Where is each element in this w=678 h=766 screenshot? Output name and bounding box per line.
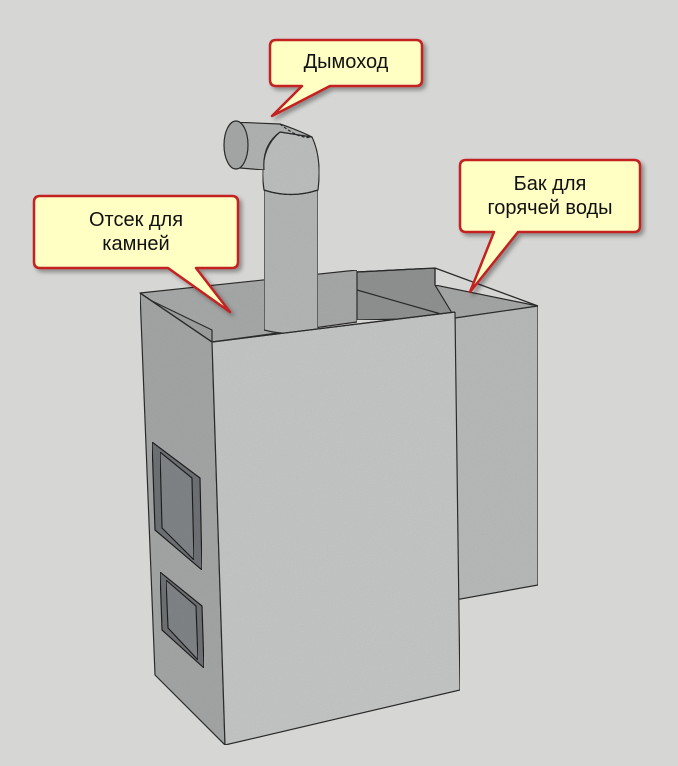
callout-chimney: [268, 38, 424, 118]
hot-water-tank-label-line1: Бак для: [513, 173, 587, 195]
callout-hot-water-tank-label: Бак для горячей воды: [460, 172, 640, 220]
hot-water-tank: [356, 267, 539, 601]
callout-stone-compartment: [32, 194, 240, 314]
lower-door: [159, 571, 205, 669]
stone-compartment-label-line1: Отсек для: [88, 209, 184, 231]
callout-chimney-label: Дымоход: [270, 50, 422, 74]
tank-side-face: [454, 305, 539, 601]
chimney: [223, 120, 320, 335]
firebox-front-face: [211, 311, 461, 746]
chimney-opening: [223, 120, 249, 170]
callout-hot-water-tank: [458, 158, 642, 294]
hot-water-tank-label-line2: горячей воды: [487, 197, 613, 219]
callout-stone-compartment-label: Отсек для камней: [34, 208, 238, 256]
chimney-pipe: [263, 189, 319, 335]
upper-door: [151, 441, 203, 571]
stone-compartment-label-line2: камней: [102, 233, 170, 255]
chimney-label: Дымоход: [303, 51, 389, 73]
